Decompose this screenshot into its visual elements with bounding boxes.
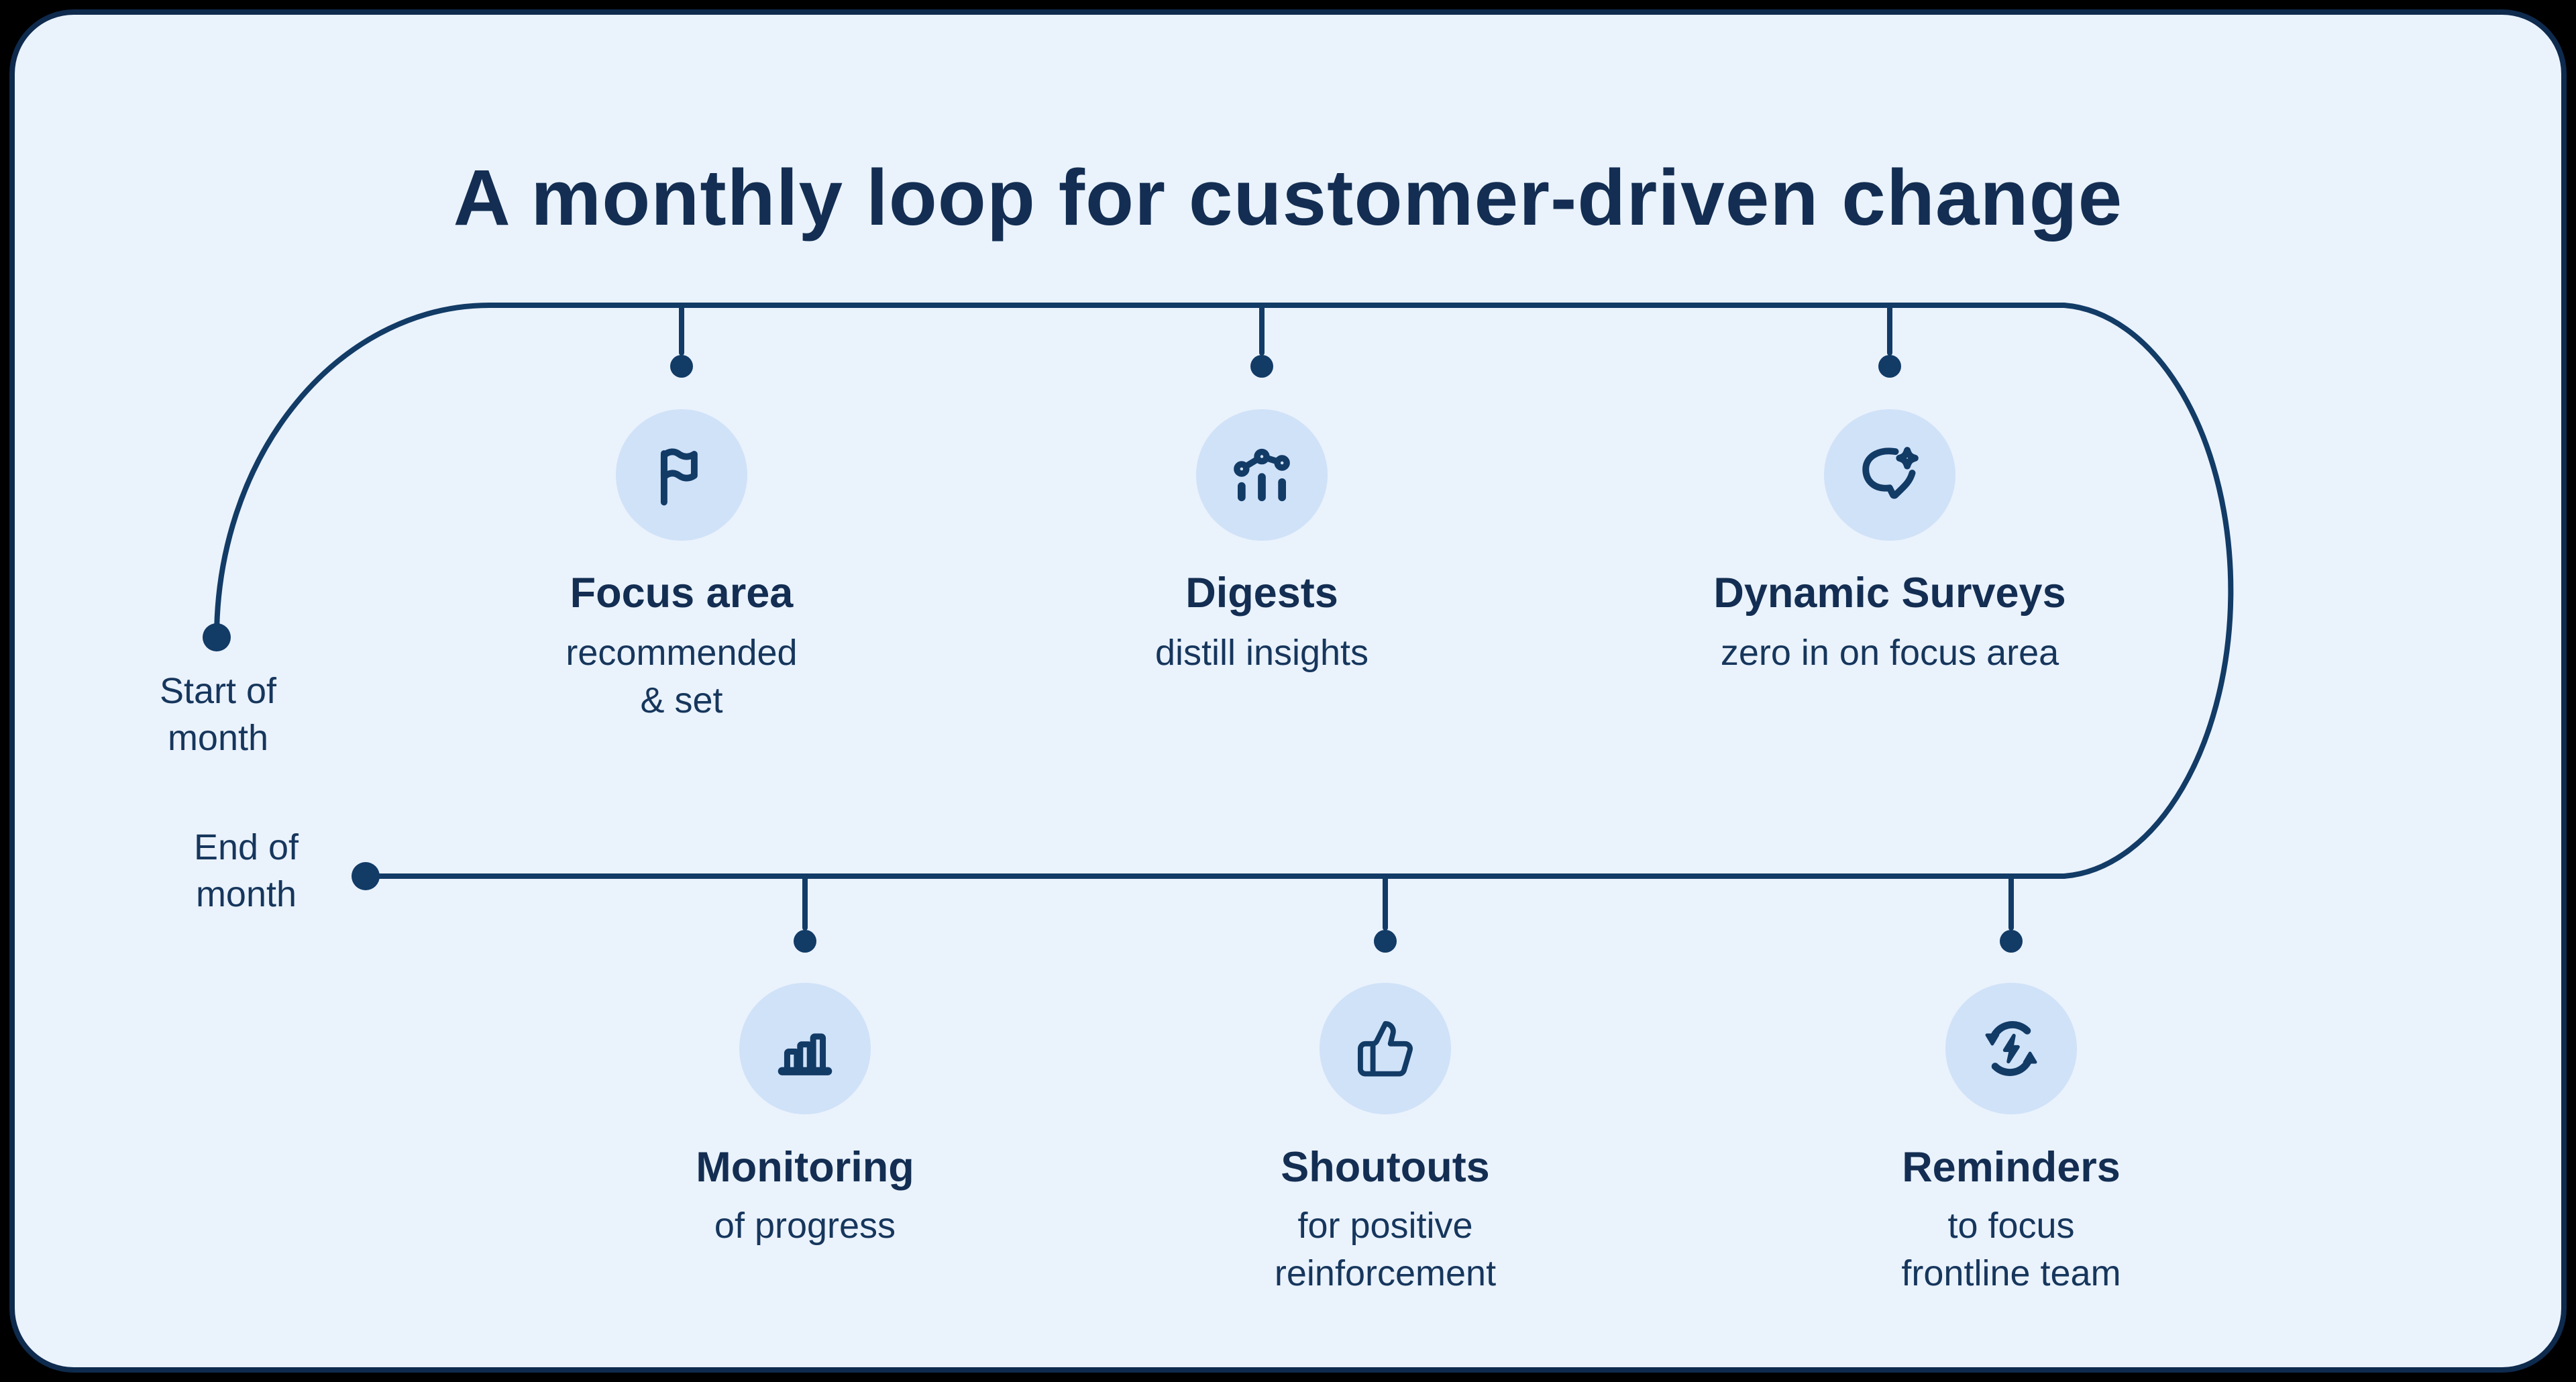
- step-subtitle: recommended & set: [566, 633, 798, 721]
- step-title: Reminders: [1902, 1144, 2121, 1191]
- dynamic-surveys-icon-circle: [1824, 409, 1955, 541]
- loop-path: [214, 303, 2234, 879]
- step-subtitle: to focus frontline team: [1901, 1206, 2121, 1293]
- step-title: Dynamic Surveys: [1713, 570, 2066, 617]
- trend-chart-icon: [1234, 448, 1290, 502]
- digests-icon-circle: [1196, 409, 1328, 541]
- step-subtitle: of progress: [714, 1206, 896, 1246]
- tick-dot-bottom-3: [2000, 930, 2023, 953]
- tick-dot-top-1: [670, 355, 693, 378]
- step-subtitle: for positive reinforcement: [1274, 1206, 1497, 1293]
- step-title: Monitoring: [696, 1144, 914, 1191]
- tick-dot-bottom-2: [1374, 930, 1397, 953]
- flag-icon: [660, 448, 698, 506]
- sync-bolt-icon: [1985, 1021, 2037, 1076]
- step-subtitle: zero in on focus area: [1720, 633, 2059, 673]
- shoutouts-icon-circle: [1320, 983, 1451, 1114]
- step-title: Shoutouts: [1281, 1144, 1490, 1191]
- infographic-card: [9, 9, 2567, 1373]
- thumbs-up-icon: [1357, 1020, 1413, 1077]
- tick-dot-top-3: [1878, 355, 1901, 378]
- bar-chart-icon: [777, 1033, 833, 1075]
- end-of-month-label: End of month: [193, 827, 299, 914]
- step-title: Digests: [1185, 570, 1338, 617]
- end-dot: [352, 862, 380, 890]
- page-title: A monthly loop for customer-driven chang…: [453, 154, 2123, 243]
- step-title: Focus area: [570, 570, 794, 617]
- step-subtitle: distill insights: [1155, 633, 1369, 673]
- start-dot: [203, 623, 231, 651]
- monitoring-icon-circle: [739, 983, 871, 1114]
- tick-dot-top-2: [1250, 355, 1273, 378]
- reminders-icon-circle: [1945, 983, 2077, 1114]
- tick-dot-bottom-1: [794, 930, 816, 953]
- focus-area-icon-circle: [616, 409, 747, 541]
- chat-sparkle-icon: [1862, 447, 1919, 499]
- start-of-month-label: Start of month: [159, 671, 277, 758]
